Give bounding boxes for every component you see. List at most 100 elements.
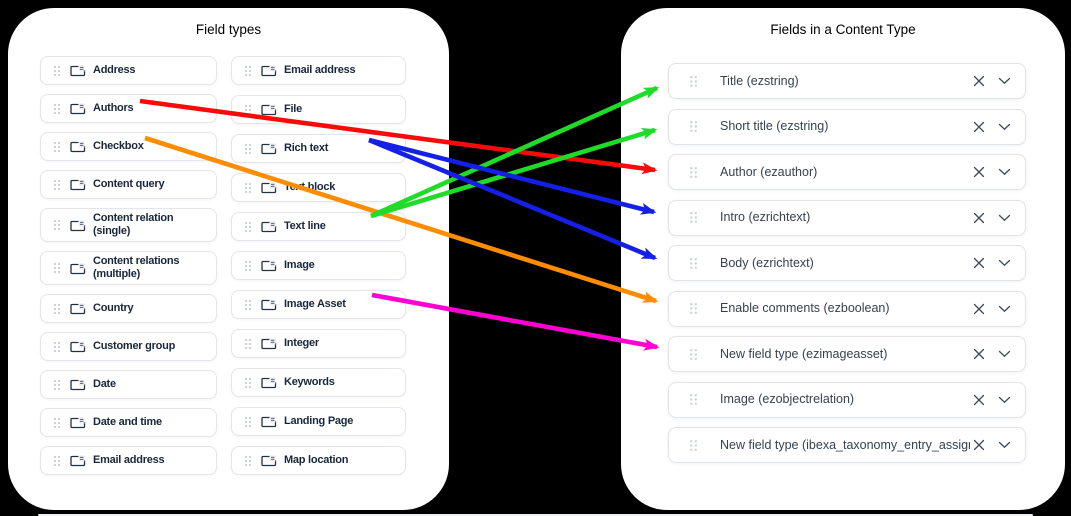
drag-handle-icon[interactable]: [53, 262, 61, 274]
drag-handle-icon[interactable]: [244, 104, 252, 116]
drag-handle-icon[interactable]: [689, 120, 698, 133]
field-type-label: Text block: [284, 181, 336, 193]
drag-handle-icon[interactable]: [244, 182, 252, 194]
field-type-card[interactable]: Email address: [231, 56, 406, 85]
field-type-label: Date and time: [93, 416, 162, 428]
input-field-icon: [70, 302, 86, 315]
field-row-actions: [971, 73, 1012, 89]
drag-handle-icon[interactable]: [244, 65, 252, 77]
field-type-card[interactable]: Integer: [231, 329, 406, 358]
drag-handle-icon[interactable]: [244, 377, 252, 389]
remove-field-icon[interactable]: [971, 255, 987, 271]
input-field-icon: [261, 415, 277, 428]
chevron-down-icon[interactable]: [996, 301, 1012, 317]
field-type-label: Email address: [93, 454, 165, 466]
chevron-down-icon[interactable]: [996, 392, 1012, 408]
field-type-card[interactable]: Address: [40, 56, 217, 85]
drag-handle-icon[interactable]: [53, 103, 61, 115]
field-type-card[interactable]: Text block: [231, 173, 406, 202]
field-type-label: Text line: [284, 220, 326, 232]
field-type-label: Address: [93, 64, 136, 76]
chevron-down-icon[interactable]: [996, 73, 1012, 89]
drag-handle-icon[interactable]: [244, 221, 252, 233]
field-type-card[interactable]: Content relation (single): [40, 208, 217, 242]
input-field-icon: [70, 178, 86, 191]
drag-handle-icon[interactable]: [689, 75, 698, 88]
remove-field-icon[interactable]: [971, 346, 987, 362]
field-type-card[interactable]: Keywords: [231, 368, 406, 397]
content-type-field-row[interactable]: Author (ezauthor): [668, 154, 1026, 190]
remove-field-icon[interactable]: [971, 164, 987, 180]
content-type-field-row[interactable]: Intro (ezrichtext): [668, 199, 1026, 236]
field-type-card[interactable]: Content relations (multiple): [40, 251, 217, 285]
drag-handle-icon[interactable]: [244, 416, 252, 428]
drag-handle-icon[interactable]: [53, 417, 61, 429]
remove-field-icon[interactable]: [971, 119, 987, 135]
drag-handle-icon[interactable]: [53, 179, 61, 191]
drag-handle-icon[interactable]: [689, 348, 698, 361]
content-type-field-row[interactable]: New field type (ezimageasset): [668, 336, 1026, 372]
remove-field-icon[interactable]: [971, 73, 987, 89]
drag-handle-icon[interactable]: [689, 302, 698, 315]
content-type-field-row[interactable]: Title (ezstring): [668, 63, 1026, 99]
field-type-card[interactable]: Image: [231, 251, 406, 280]
drag-handle-icon[interactable]: [244, 260, 252, 272]
content-type-field-row[interactable]: New field type (ibexa_taxonomy_entry_ass…: [668, 427, 1026, 463]
drag-handle-icon[interactable]: [53, 219, 61, 231]
drag-handle-icon[interactable]: [53, 455, 61, 467]
drag-handle-icon[interactable]: [244, 455, 252, 467]
field-type-card[interactable]: Rich text: [231, 134, 406, 163]
drag-handle-icon[interactable]: [689, 393, 698, 406]
content-type-field-row[interactable]: Short title (ezstring): [668, 108, 1026, 145]
drag-handle-icon[interactable]: [53, 65, 61, 77]
field-type-card[interactable]: Customer group: [40, 332, 217, 361]
drag-handle-icon[interactable]: [244, 338, 252, 350]
remove-field-icon[interactable]: [971, 301, 987, 317]
field-type-card[interactable]: Authors: [40, 94, 217, 123]
drag-handle-icon[interactable]: [689, 166, 698, 179]
chevron-down-icon[interactable]: [996, 164, 1012, 180]
field-type-card[interactable]: Content query: [40, 170, 217, 199]
drag-handle-icon[interactable]: [53, 303, 61, 315]
chevron-down-icon[interactable]: [996, 437, 1012, 453]
remove-field-icon[interactable]: [971, 437, 987, 453]
drag-handle-icon[interactable]: [689, 257, 698, 270]
field-type-label: Authors: [93, 102, 134, 114]
field-type-card[interactable]: Date: [40, 370, 217, 399]
field-type-card[interactable]: Checkbox: [40, 132, 217, 161]
input-field-icon: [70, 140, 86, 153]
field-type-card[interactable]: Country: [40, 294, 217, 323]
chevron-down-icon[interactable]: [996, 119, 1012, 135]
remove-field-icon[interactable]: [971, 392, 987, 408]
content-type-field-row[interactable]: Enable comments (ezboolean): [668, 290, 1026, 327]
field-type-label: Content relations (multiple): [93, 255, 180, 280]
drag-handle-icon[interactable]: [244, 299, 252, 311]
field-type-card[interactable]: Text line: [231, 212, 406, 241]
drag-handle-icon[interactable]: [53, 341, 61, 353]
field-type-card[interactable]: Landing Page: [231, 407, 406, 436]
drag-handle-icon[interactable]: [53, 141, 61, 153]
field-type-card[interactable]: File: [231, 95, 406, 124]
field-type-card[interactable]: Map location: [231, 446, 406, 475]
drag-handle-icon[interactable]: [53, 379, 61, 391]
chevron-down-icon[interactable]: [996, 255, 1012, 271]
field-row-actions: [971, 346, 1012, 362]
remove-field-icon[interactable]: [971, 210, 987, 226]
field-type-card[interactable]: Image Asset: [231, 290, 406, 319]
field-row-label: Intro (ezrichtext): [720, 210, 811, 224]
content-type-field-row[interactable]: Body (ezrichtext): [668, 245, 1026, 281]
field-type-label: Integer: [284, 337, 319, 349]
input-field-icon: [70, 102, 86, 115]
chevron-down-icon[interactable]: [996, 210, 1012, 226]
field-type-card[interactable]: Date and time: [40, 408, 217, 437]
drag-handle-icon[interactable]: [244, 143, 252, 155]
drag-handle-icon[interactable]: [689, 439, 698, 452]
drag-handle-icon[interactable]: [689, 211, 698, 224]
input-field-icon: [261, 337, 277, 350]
field-row-actions: [971, 164, 1012, 180]
field-type-label: Rich text: [284, 142, 329, 154]
field-type-card[interactable]: Email address: [40, 446, 217, 475]
content-type-field-row[interactable]: Image (ezobjectrelation): [668, 381, 1026, 418]
field-type-label: Keywords: [284, 376, 335, 388]
chevron-down-icon[interactable]: [996, 346, 1012, 362]
